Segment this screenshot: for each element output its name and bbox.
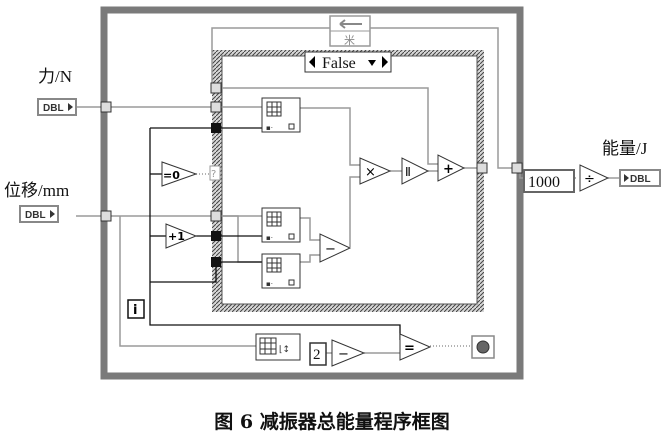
svg-text:▪·: ▪· xyxy=(266,234,273,242)
displacement-terminal[interactable]: 位移/mm DBL xyxy=(4,181,69,223)
subtract-node-1: − xyxy=(319,233,352,263)
array-size-node: ⌊↕ xyxy=(255,333,301,361)
tunnel-case-force xyxy=(210,101,222,113)
tunnel-case-out xyxy=(476,162,488,174)
tunnel-case-disp xyxy=(210,210,222,222)
iteration-label: i xyxy=(133,303,137,318)
stop-terminal[interactable] xyxy=(471,335,495,359)
iteration-terminal: i xyxy=(127,299,145,319)
unknown-node: ? xyxy=(209,165,221,181)
figure-caption: 图 6 减振器总能量程序框图 xyxy=(214,410,449,433)
tunnel-case-i1 xyxy=(211,123,221,133)
subtract-node-2: − xyxy=(331,339,366,367)
multiply-node: × xyxy=(359,157,392,185)
subtract-2-label: − xyxy=(338,347,349,362)
equal-label: = xyxy=(404,341,415,356)
compare-zero-label: =0 xyxy=(163,169,180,182)
constant-two[interactable]: 2 xyxy=(309,342,327,366)
shift-register-symbol: 米 xyxy=(344,34,355,47)
chevron-down-icon xyxy=(368,60,376,66)
subtract-1-label: − xyxy=(325,242,336,257)
energy-type: DBL xyxy=(630,174,651,185)
int-wires xyxy=(149,127,401,340)
force-terminal[interactable]: 力/N DBL xyxy=(37,67,77,116)
stop-icon xyxy=(476,340,490,354)
svg-text:▪·: ▪· xyxy=(266,124,273,132)
energy-label: 能量/J xyxy=(602,139,648,158)
tunnel-case-i2 xyxy=(211,231,221,241)
case-structure: False xyxy=(212,50,484,312)
index-array-1: ▪· xyxy=(261,97,301,133)
while-loop-frame xyxy=(100,6,524,380)
add-node: + xyxy=(437,154,466,182)
index-array-3: ▪· xyxy=(261,253,301,289)
tunnel-displacement xyxy=(100,210,112,222)
energy-terminal[interactable]: 能量/J DBL xyxy=(602,139,661,187)
constant-divisor-value: 1000 xyxy=(528,174,560,191)
arrow-left-icon xyxy=(339,19,362,29)
case-selector-value: False xyxy=(322,55,356,72)
displacement-label: 位移/mm xyxy=(4,181,69,200)
add-label: + xyxy=(443,162,454,177)
tunnel-loop-out xyxy=(511,162,523,174)
increment-label: +1 xyxy=(168,230,185,243)
case-selector[interactable]: False xyxy=(304,51,392,73)
tunnel-case-i3 xyxy=(211,257,221,267)
halve-label: Ⅱ xyxy=(405,165,411,179)
constant-two-value: 2 xyxy=(313,347,321,363)
tunnel-sr xyxy=(210,82,222,94)
unknown-label: ? xyxy=(211,169,216,180)
constant-divisor[interactable]: 1000 xyxy=(523,169,575,193)
svg-text:⌊↕: ⌊↕ xyxy=(279,344,290,355)
compare-zero-node: =0 xyxy=(161,161,198,187)
divide-label: ÷ xyxy=(584,172,595,187)
index-array-2: ▪· xyxy=(261,207,301,243)
displacement-type: DBL xyxy=(25,210,46,221)
svg-text:▪·: ▪· xyxy=(266,280,273,288)
multiply-label: × xyxy=(365,165,376,180)
divide-node: ÷ xyxy=(579,164,610,192)
increment-node: +1 xyxy=(165,223,198,249)
equal-node: = xyxy=(399,333,432,361)
force-type: DBL xyxy=(43,103,64,114)
halve-node: Ⅱ xyxy=(401,157,430,185)
shift-register: 米 xyxy=(329,15,371,47)
force-label: 力/N xyxy=(38,67,72,86)
tunnel-force xyxy=(100,101,112,113)
